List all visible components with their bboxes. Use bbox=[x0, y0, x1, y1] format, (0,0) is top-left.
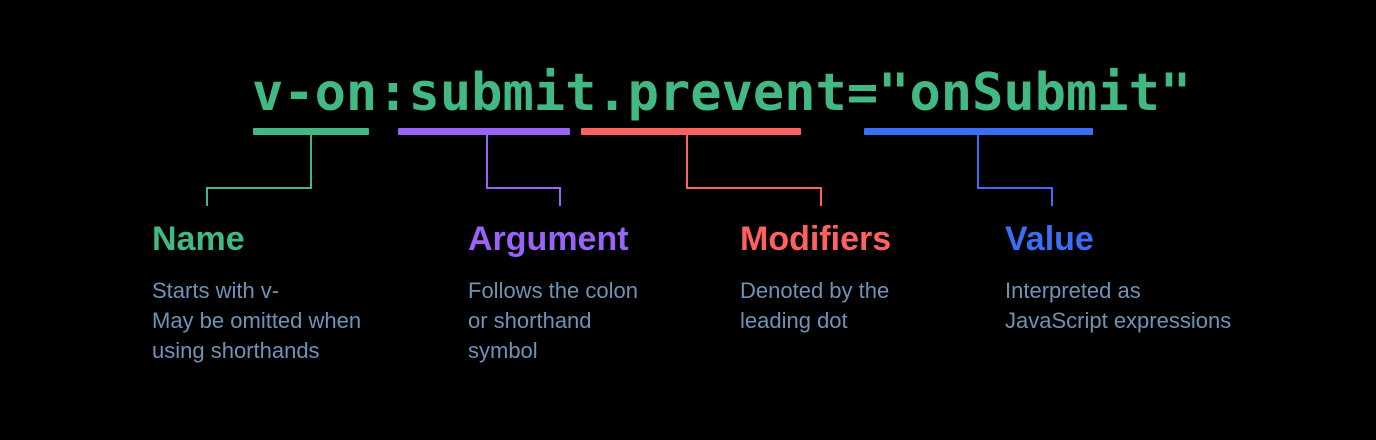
section-description-modifiers: Denoted by the leading dot bbox=[740, 278, 890, 333]
connector-modifiers bbox=[686, 135, 822, 206]
code-expression: v-on:submit.prevent="onSubmit" bbox=[252, 63, 1192, 123]
section-title-modifiers: Modifiers bbox=[740, 220, 892, 258]
section-description-argument: Follows the colon or shorthand symbol bbox=[468, 278, 638, 363]
section-description-value: Interpreted as JavaScript expressions bbox=[1005, 278, 1232, 333]
section-description-name: Starts with v- May be omitted when using… bbox=[152, 278, 362, 363]
segment-bar-modifiers bbox=[581, 128, 801, 135]
connector-value bbox=[977, 135, 1053, 206]
section-title-argument: Argument bbox=[468, 220, 629, 258]
section-title-value: Value bbox=[1005, 220, 1094, 258]
segment-bar-argument bbox=[398, 128, 570, 135]
connector-name bbox=[206, 135, 312, 206]
segment-bar-name bbox=[253, 128, 369, 135]
connector-argument bbox=[486, 135, 561, 206]
segment-bar-value bbox=[864, 128, 1093, 135]
section-title-name: Name bbox=[152, 220, 245, 258]
